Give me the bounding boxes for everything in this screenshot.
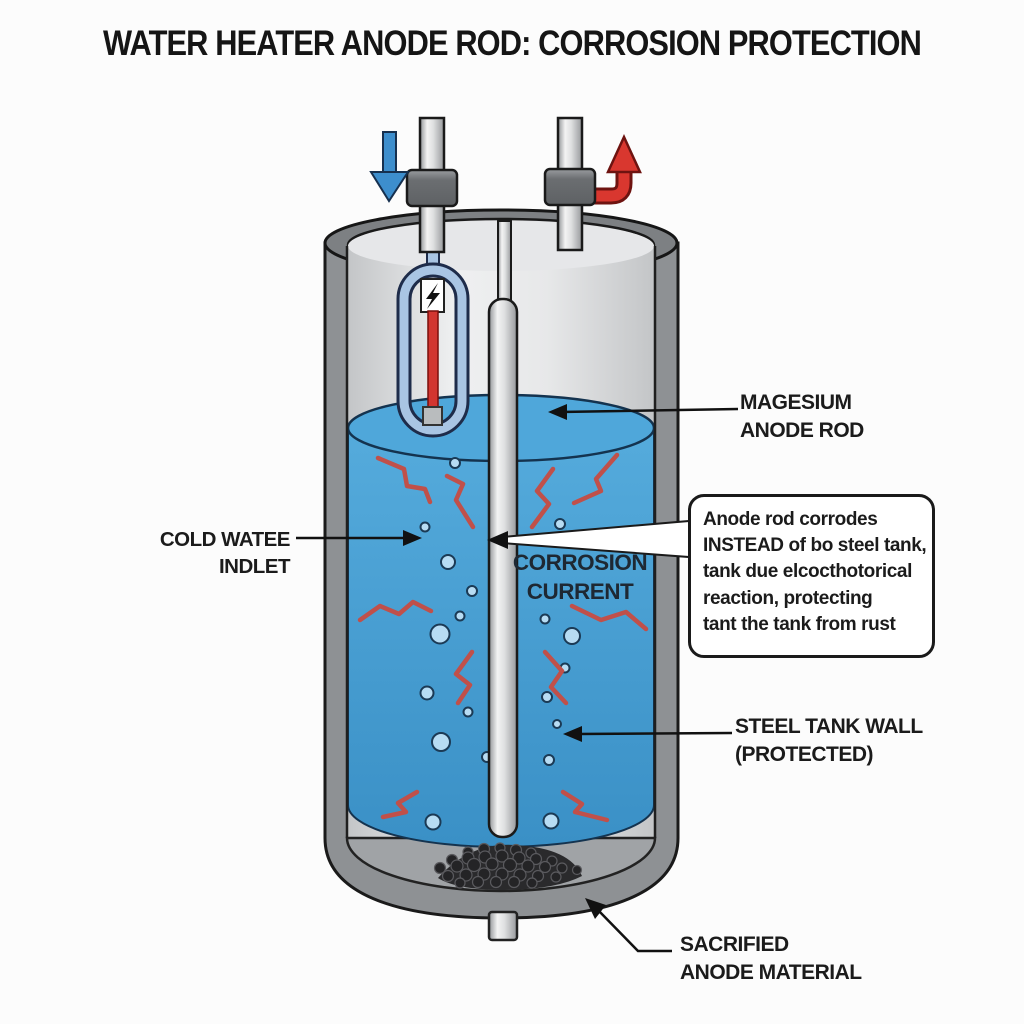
bubble bbox=[563, 627, 581, 645]
page-title: WATER HEATER ANODE ROD: CORROSION PROTEC… bbox=[103, 24, 922, 63]
sediment-pellet bbox=[489, 875, 503, 889]
callout-anode-explanation: Anode rod corrodes INSTEAD of bo steel t… bbox=[688, 494, 935, 658]
sediment-pellet bbox=[466, 857, 482, 873]
magnesium-leader bbox=[559, 407, 739, 414]
sediment-pellet bbox=[507, 875, 521, 889]
cold-pipe-collar bbox=[405, 168, 459, 208]
corrosion-zigzags bbox=[357, 452, 649, 823]
bubble bbox=[449, 457, 461, 469]
label-steel-tank-wall: STEEL TANK WALL (PROTECTED) bbox=[735, 715, 923, 767]
corrosion-zigzag bbox=[357, 599, 434, 623]
sediment-pellet bbox=[521, 859, 535, 873]
steel-wall-leader bbox=[576, 731, 733, 736]
bubble bbox=[440, 554, 456, 570]
corrosion-zigzag bbox=[542, 649, 569, 706]
steel-wall-arrowhead bbox=[563, 726, 582, 742]
element-heater-rod bbox=[427, 310, 439, 410]
sacrificed-leader bbox=[595, 907, 672, 953]
sediment-pellet bbox=[450, 859, 464, 873]
bubble bbox=[542, 812, 560, 830]
hot-pipe-collar bbox=[543, 167, 597, 207]
bubble bbox=[554, 518, 566, 530]
bubble bbox=[539, 613, 551, 625]
sediment-pellet bbox=[459, 868, 473, 882]
bubble bbox=[419, 685, 435, 701]
sediment-pellet bbox=[526, 877, 538, 889]
sediment-pellet bbox=[454, 877, 466, 889]
corrosion-zigzag bbox=[529, 466, 556, 530]
sediment-pellet bbox=[529, 852, 543, 866]
element-loop-tube bbox=[399, 265, 467, 435]
sediment-pellet bbox=[433, 861, 447, 875]
sediment-pellet bbox=[502, 857, 518, 873]
bubble bbox=[454, 610, 466, 622]
bubble bbox=[431, 732, 451, 752]
element-bottom-cap bbox=[422, 406, 443, 426]
sacrificed-arrowhead bbox=[585, 898, 606, 919]
lightning-bolt-icon bbox=[426, 283, 440, 309]
drain-stub bbox=[487, 910, 519, 942]
bubble bbox=[541, 691, 553, 703]
corrosion-zigzag bbox=[569, 603, 649, 632]
label-cold-water-inlet: COLD WATEE INDLET bbox=[159, 528, 291, 579]
anode-rod-body bbox=[487, 297, 519, 839]
cold-flow-arrow-icon bbox=[369, 131, 410, 203]
corrosion-zigzag bbox=[380, 789, 420, 820]
sediment-pellet bbox=[471, 875, 485, 889]
callout-arrowhead bbox=[487, 531, 508, 549]
bubble bbox=[552, 719, 562, 729]
bubble bbox=[424, 813, 442, 831]
bubble bbox=[462, 706, 474, 718]
sediment-pellet bbox=[495, 849, 509, 863]
anode-rod bbox=[487, 220, 519, 839]
bubble bbox=[543, 754, 555, 766]
sediment-pellet bbox=[538, 860, 552, 874]
corrosion-zigzag bbox=[453, 649, 475, 706]
corrosion-zigzag bbox=[375, 455, 433, 505]
sediment-pellets bbox=[433, 842, 583, 889]
magnesium-arrowhead bbox=[548, 404, 567, 420]
cold-inlet-arrowhead bbox=[403, 530, 422, 546]
sediment-pellet bbox=[512, 851, 526, 865]
corrosion-zigzag bbox=[444, 473, 476, 530]
anode-rod-stem bbox=[497, 220, 512, 306]
label-sacrificed-anode-material: SACRIFIED ANODE MATERIAL bbox=[680, 933, 862, 985]
label-magnesium-anode-rod: MAGESIUM ANODE ROD bbox=[740, 391, 864, 443]
bubble bbox=[466, 585, 478, 597]
heating-element bbox=[396, 249, 470, 438]
bubbles bbox=[419, 457, 581, 831]
hot-flow-arrow-icon bbox=[592, 133, 642, 205]
sediment-pellet bbox=[485, 857, 499, 871]
corrosion-zigzag bbox=[560, 789, 610, 823]
label-corrosion-current: CORROSION CURRENT bbox=[512, 550, 648, 605]
sediment-pellet bbox=[556, 862, 568, 874]
sediment-pellet bbox=[550, 871, 562, 883]
corrosion-zigzag bbox=[571, 452, 620, 506]
bubble bbox=[419, 521, 431, 533]
bubble bbox=[429, 623, 451, 645]
sediment-pellet bbox=[571, 864, 583, 876]
sediment-pellet bbox=[441, 869, 455, 883]
